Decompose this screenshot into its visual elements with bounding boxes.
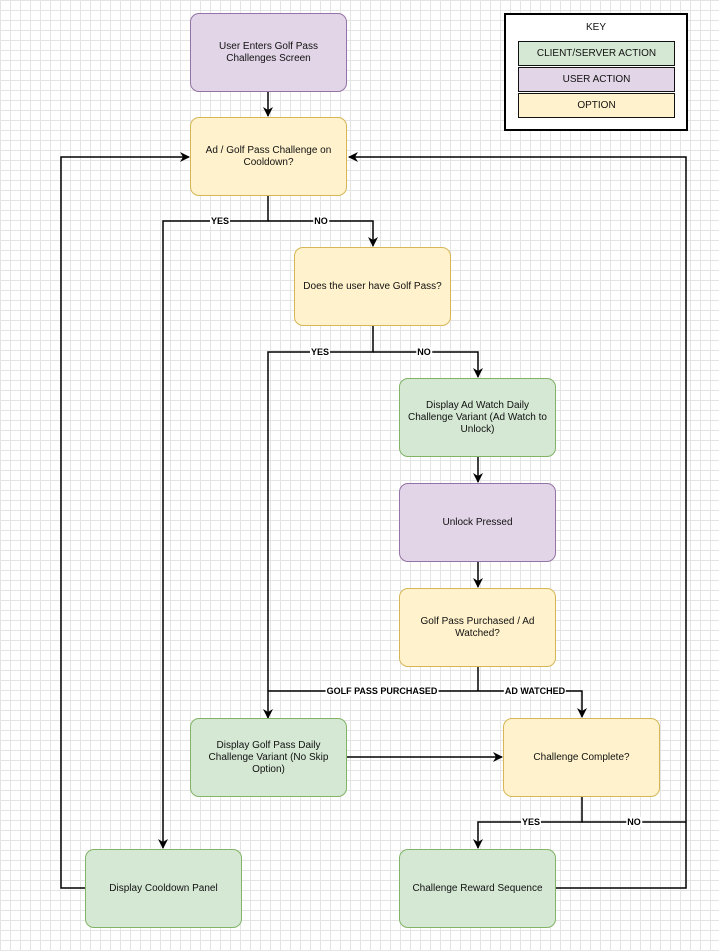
edge-golfpass-no bbox=[373, 351, 483, 378]
node-cooldown-question: Ad / Golf Pass Challenge on Cooldown? bbox=[190, 117, 347, 196]
label-complete-no: NO bbox=[626, 817, 642, 827]
legend-title: KEY bbox=[585, 22, 606, 33]
legend: KEY CLIENT/SERVER ACTION USER ACTION OPT… bbox=[504, 13, 688, 131]
legend-client-server-action: CLIENT/SERVER ACTION bbox=[518, 41, 675, 66]
edge-cooldown-no bbox=[268, 220, 378, 247]
label-golf-pass-purchased: GOLF PASS PURCHASED bbox=[325, 686, 439, 696]
node-golf-pass-variant: Display Golf Pass Daily Challenge Varian… bbox=[190, 718, 347, 797]
node-golf-pass-question: Does the user have Golf Pass? bbox=[294, 247, 451, 326]
node-purchased-question: Golf Pass Purchased / Ad Watched? bbox=[399, 588, 556, 667]
node-cooldown-panel: Display Cooldown Panel bbox=[85, 849, 242, 928]
label-golfpass-no: NO bbox=[416, 347, 432, 357]
node-reward-sequence: Challenge Reward Sequence bbox=[399, 849, 556, 928]
node-unlock-pressed: Unlock Pressed bbox=[399, 483, 556, 562]
legend-user-action: USER ACTION bbox=[518, 67, 675, 92]
node-ad-watch-variant: Display Ad Watch Daily Challenge Variant… bbox=[399, 378, 556, 457]
legend-option: OPTION bbox=[518, 93, 675, 118]
edge-cooldown-panel-loop bbox=[60, 152, 190, 889]
node-user-enters-screen: User Enters Golf Pass Challenges Screen bbox=[190, 13, 347, 92]
edge-golfpass-yes bbox=[263, 326, 374, 719]
label-cooldown-yes: YES bbox=[209, 216, 231, 226]
edge-reward-loop bbox=[348, 152, 687, 889]
label-cooldown-no: NO bbox=[313, 216, 329, 226]
node-challenge-complete-question: Challenge Complete? bbox=[503, 718, 660, 797]
label-ad-watched: AD WATCHED bbox=[503, 686, 567, 696]
label-complete-yes: YES bbox=[520, 817, 542, 827]
label-golfpass-yes: YES bbox=[309, 347, 331, 357]
